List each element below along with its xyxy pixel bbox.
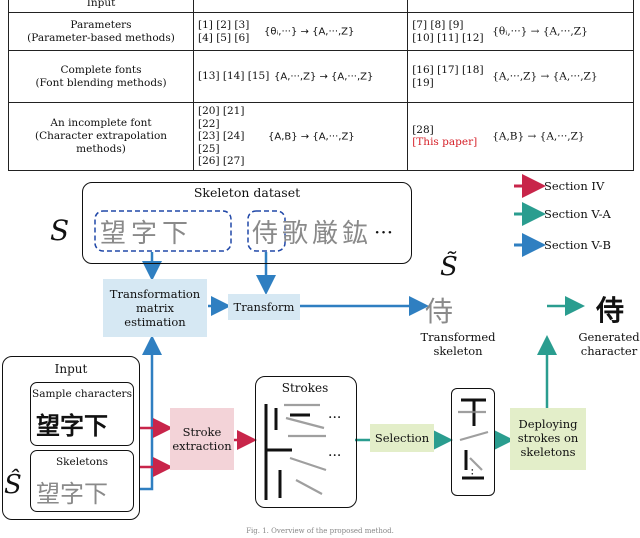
ellipsis: ···	[374, 220, 394, 244]
table-row: Complete fonts(Font blending methods) [1…	[8, 50, 634, 103]
transform-label: Transform	[233, 300, 295, 314]
S-tilde-symbol: S̃	[440, 252, 458, 282]
sample-characters-box	[30, 382, 134, 446]
transformation-matrix-estimation-box	[103, 279, 207, 337]
skeleton-dataset-title: Skeleton dataset	[193, 185, 301, 200]
dashed-box-target	[247, 210, 286, 252]
table-row: An incomplete font(Character extrapolati…	[8, 102, 634, 171]
S-symbol: S	[50, 214, 70, 247]
skeleton-dataset-box	[82, 182, 412, 264]
selection-label: Selection	[374, 431, 430, 445]
skeleton-input-chars: 望字下	[36, 480, 108, 508]
figure-caption: Fig. 1. Overview of the proposed method.	[246, 527, 394, 535]
transformed-char: 侍	[425, 295, 454, 328]
stroke-extraction-box	[170, 408, 234, 470]
legend-section-iv: Section IV	[544, 179, 605, 193]
legend-section-va: Section V-A	[544, 207, 611, 221]
strokes-box	[255, 376, 357, 508]
input-title: Input	[54, 362, 88, 376]
sample-characters-label: Sample characters	[32, 388, 132, 400]
legend-section-vb: Section V-B	[544, 238, 611, 252]
deploying-strokes-box	[510, 408, 586, 470]
S-hat-symbol: Ŝ	[4, 470, 22, 500]
transform-box	[228, 294, 300, 320]
comparison-table: Input Parameters(Parameter-based methods…	[8, 0, 634, 171]
strokes-title: Strokes	[281, 381, 329, 395]
skeletons-box	[30, 450, 134, 512]
strokes-sketch	[264, 404, 310, 500]
skeleton-chars: 望字下	[100, 219, 194, 249]
skeletons-label: Skeletons	[55, 456, 109, 468]
dashed-box-inputs	[94, 210, 232, 252]
table-row: Parameters(Parameter-based methods) [1] …	[8, 12, 634, 51]
selection-box	[370, 424, 434, 452]
generated-char: 侍	[596, 294, 625, 327]
sample-chars: 望字下	[36, 412, 108, 440]
selected-strokes-box	[451, 388, 495, 496]
